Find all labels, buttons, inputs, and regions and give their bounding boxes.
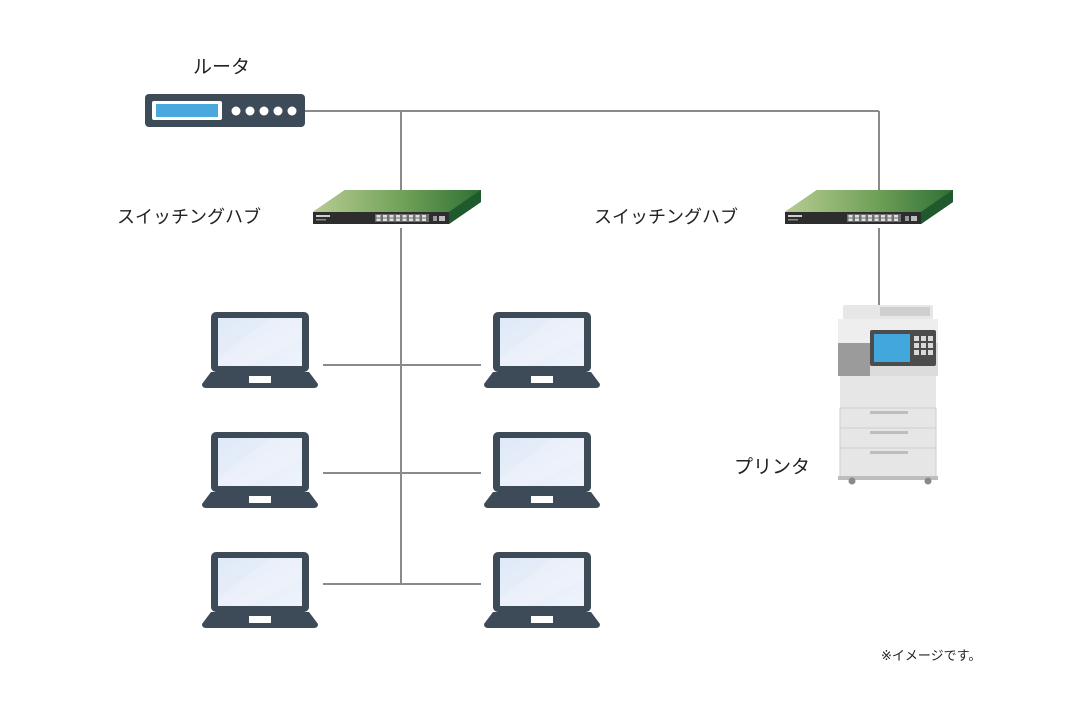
right-switching-hub-icon (785, 190, 953, 224)
left-switching-hub-icon (313, 190, 481, 224)
laptop-icon (484, 432, 600, 508)
router-label: ルータ (193, 56, 250, 78)
right-switch-label: スイッチングハブ (594, 206, 738, 228)
router-icon (145, 94, 305, 127)
laptop-icon (202, 552, 318, 628)
note-text: ※イメージです。 (881, 649, 981, 664)
laptop-icon (202, 432, 318, 508)
printer-icon (838, 305, 938, 485)
left-switch-label: スイッチングハブ (117, 206, 261, 228)
printer-label: プリンタ (734, 456, 810, 478)
laptop-icon (484, 312, 600, 388)
laptop-icon (202, 312, 318, 388)
connection-lines (305, 110, 880, 585)
laptop-icon (484, 552, 600, 628)
